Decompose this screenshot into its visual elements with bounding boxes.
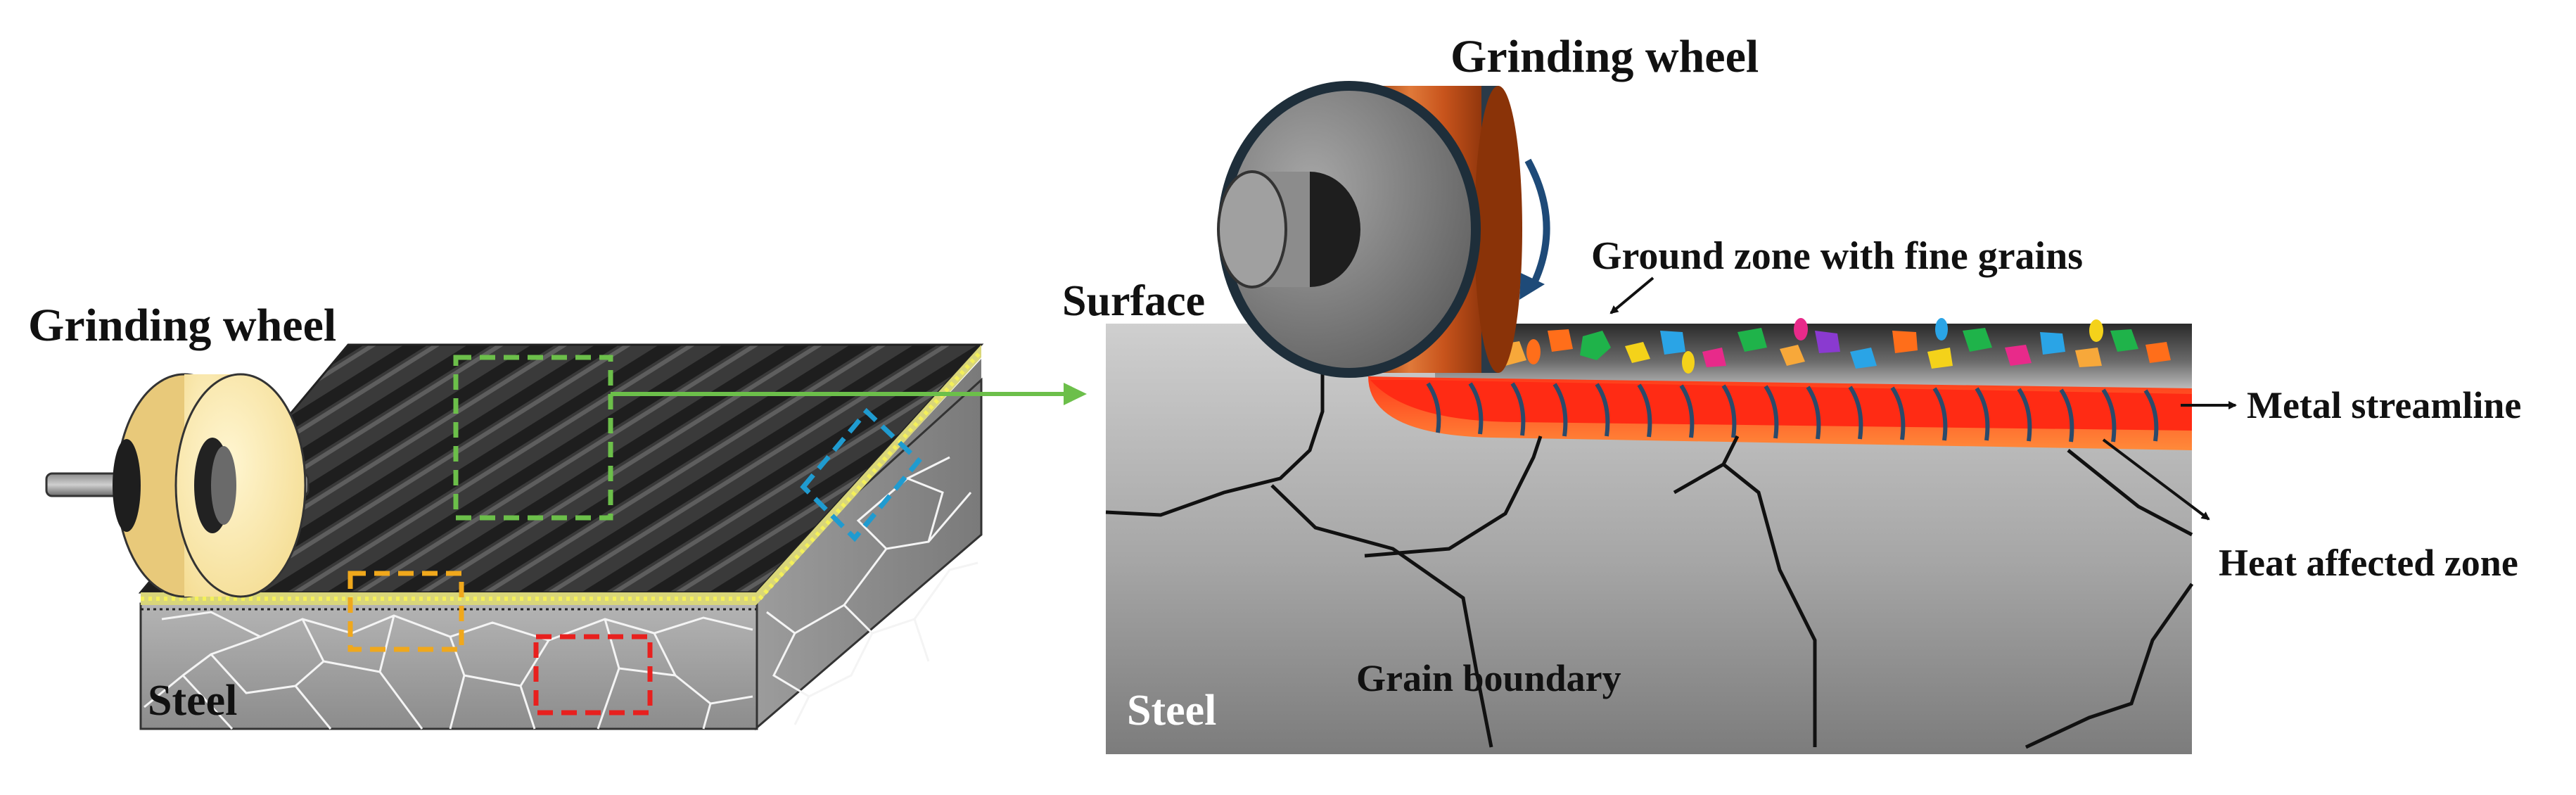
hub-front-face xyxy=(1217,170,1287,288)
side-grain-network xyxy=(766,456,978,725)
right-steel-label: Steel xyxy=(1127,687,1216,734)
wheel-face xyxy=(174,373,307,598)
wheel-left-hub xyxy=(113,439,141,532)
streamline-label: Metal streamline xyxy=(2247,384,2521,426)
right-wheel-label: Grinding wheel xyxy=(1450,31,1759,82)
left-wheel-label: Grinding wheel xyxy=(28,300,336,351)
left-steel-block xyxy=(138,343,1087,731)
rotation-arrow-head xyxy=(1519,273,1545,300)
ground-zone-label: Ground zone with fine grains xyxy=(1591,234,2083,278)
grain-boundary-label: Grain boundary xyxy=(1356,657,1621,699)
haz-pointer xyxy=(2102,438,2210,521)
right-grinding-wheel xyxy=(1217,81,1550,378)
hub-light xyxy=(211,446,236,525)
right-cross-section xyxy=(1105,318,2194,754)
front-grain-network xyxy=(144,611,753,730)
haz-label: Heat affected zone xyxy=(2219,542,2518,584)
orange-dashed-box xyxy=(347,571,464,652)
green-dashed-box xyxy=(453,355,613,521)
streamline-arcs xyxy=(1426,382,2159,443)
rotation-arrow xyxy=(1524,158,1550,289)
block-front-face xyxy=(139,602,758,730)
fine-grain-band xyxy=(141,592,756,605)
left-steel-label: Steel xyxy=(148,677,237,725)
surface-label: Surface xyxy=(1062,277,1205,325)
ground-zone-arrow xyxy=(1609,276,1654,314)
fine-grain-dots-side xyxy=(758,349,983,601)
red-dashed-box xyxy=(533,634,653,716)
left-grinding-wheel xyxy=(45,373,310,598)
zoom-arrow-head xyxy=(1064,383,1087,405)
blue-dashed-box xyxy=(800,407,922,542)
grain-boundary-lines xyxy=(1105,373,2194,749)
copper-back-edge xyxy=(1474,86,1522,373)
